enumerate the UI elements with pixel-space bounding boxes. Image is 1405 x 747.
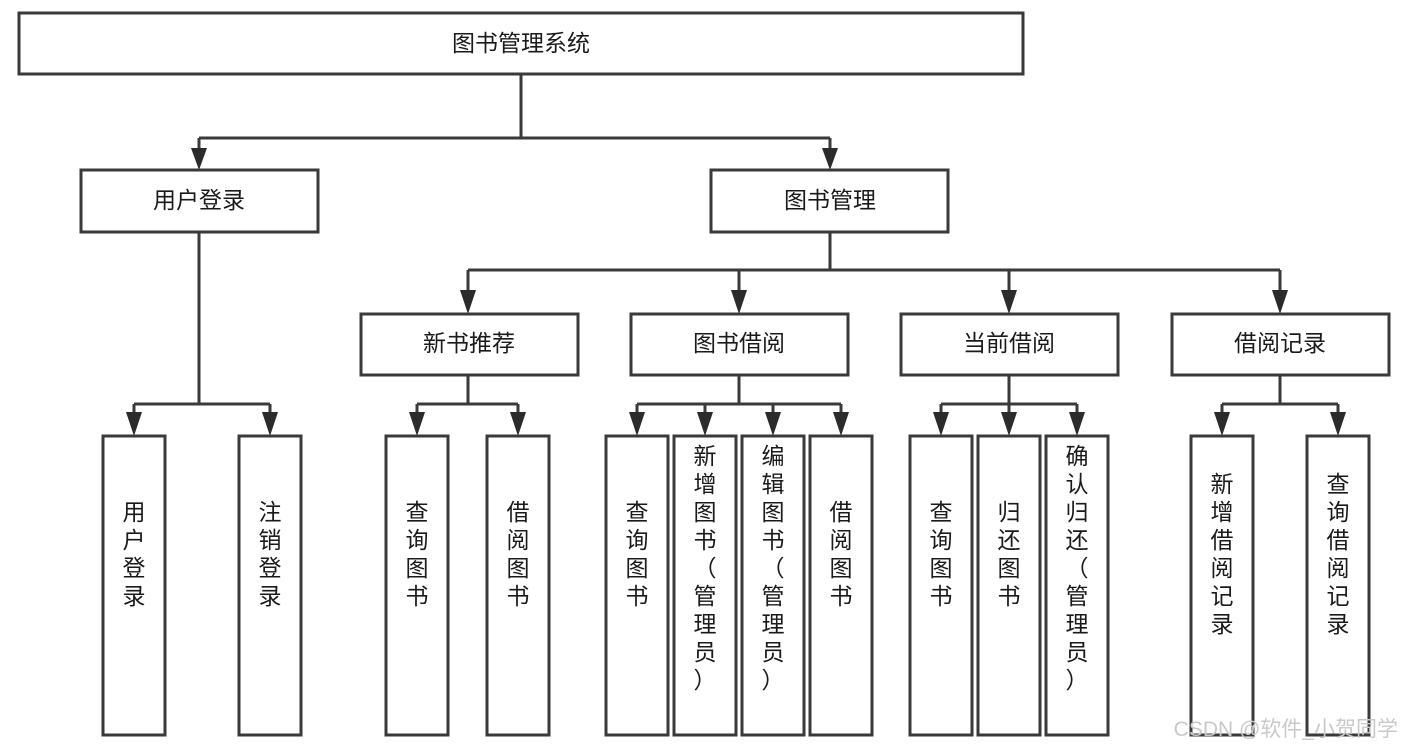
arrow-head-icon bbox=[1214, 412, 1230, 436]
node-label: 查询借阅记录 bbox=[1327, 471, 1350, 637]
node-label: 新书推荐 bbox=[423, 330, 515, 356]
node-box-shape bbox=[808, 434, 874, 737]
arrow-head-icon bbox=[1272, 290, 1288, 314]
arrow-head-icon bbox=[697, 412, 713, 436]
node-label: 图书管理系统 bbox=[452, 30, 590, 56]
node-box-shape bbox=[740, 434, 806, 737]
node-box-shape bbox=[672, 434, 738, 737]
node-box-shape bbox=[1170, 312, 1391, 377]
connector-root-to-level2 bbox=[191, 74, 838, 170]
arrow-head-icon bbox=[933, 412, 949, 436]
node-user-login[interactable]: 用户登录 bbox=[79, 168, 320, 234]
node-label: 新增借阅记录 bbox=[1211, 471, 1234, 637]
arrow-head-icon bbox=[822, 148, 838, 170]
node-label: 用户登录 bbox=[153, 187, 245, 213]
node-leaf-borrow-book[interactable]: 借阅图书 bbox=[808, 434, 874, 737]
node-box-shape bbox=[79, 168, 320, 234]
node-box-shape bbox=[1044, 434, 1110, 737]
arrow-head-icon bbox=[460, 290, 476, 314]
arrow-head-icon bbox=[1001, 412, 1017, 436]
node-label: 当前借阅 bbox=[963, 330, 1055, 356]
node-leaf-confirm-return-admin[interactable]: 确认归还（管理员） bbox=[1044, 434, 1110, 737]
node-leaf-query-borrow-record[interactable]: 查询借阅记录 bbox=[1305, 434, 1371, 737]
node-root-system[interactable]: 图书管理系统 bbox=[17, 11, 1025, 76]
node-label: 编辑图书（管理员） bbox=[762, 443, 785, 693]
arrow-head-icon bbox=[1069, 412, 1085, 436]
node-new-book-recommend[interactable]: 新书推荐 bbox=[359, 312, 580, 377]
node-box-shape bbox=[237, 434, 303, 737]
node-label: 查询图书 bbox=[930, 499, 953, 609]
node-box-shape bbox=[101, 434, 167, 737]
node-leaf-logout[interactable]: 注销登录 bbox=[237, 434, 303, 737]
arrow-head-icon bbox=[833, 412, 849, 436]
node-box-shape bbox=[384, 434, 450, 737]
node-leaf-query-book-borrow[interactable]: 查询图书 bbox=[604, 434, 670, 737]
node-label: 借阅图书 bbox=[507, 499, 530, 609]
node-label: 注销登录 bbox=[259, 499, 282, 609]
node-box-shape bbox=[1189, 434, 1255, 737]
node-label: 用户登录 bbox=[123, 499, 146, 609]
arrow-head-icon bbox=[262, 412, 278, 436]
connector-book-borrow-to-leaves bbox=[629, 375, 849, 436]
node-label: 新增图书（管理员） bbox=[694, 443, 717, 693]
node-leaf-add-borrow-record[interactable]: 新增借阅记录 bbox=[1189, 434, 1255, 737]
connector-new-book-to-leaves bbox=[409, 375, 526, 436]
node-box-shape bbox=[908, 434, 974, 737]
arrow-head-icon bbox=[409, 412, 425, 436]
node-box-shape bbox=[899, 312, 1120, 377]
arrow-head-icon bbox=[191, 148, 207, 170]
arrow-head-icon bbox=[126, 412, 142, 436]
node-leaf-return-book[interactable]: 归还图书 bbox=[976, 434, 1042, 737]
node-label: 借阅图书 bbox=[830, 499, 853, 609]
node-box-shape bbox=[604, 434, 670, 737]
node-book-management[interactable]: 图书管理 bbox=[709, 168, 950, 234]
node-borrow-record[interactable]: 借阅记录 bbox=[1170, 312, 1391, 377]
connector-book-mgmt-to-level3 bbox=[460, 232, 1288, 314]
node-box-shape bbox=[17, 11, 1025, 76]
node-label: 查询图书 bbox=[406, 499, 429, 609]
node-leaf-add-book-admin[interactable]: 新增图书（管理员） bbox=[672, 434, 738, 737]
node-leaf-query-book-current[interactable]: 查询图书 bbox=[908, 434, 974, 737]
node-label: 查询图书 bbox=[626, 499, 649, 609]
node-box-shape bbox=[1305, 434, 1371, 737]
arrow-head-icon bbox=[629, 412, 645, 436]
node-box-shape bbox=[359, 312, 580, 377]
connector-current-borrow-to-leaves bbox=[933, 375, 1085, 436]
connector-user-login-to-leaves bbox=[126, 232, 278, 436]
node-leaf-user-login[interactable]: 用户登录 bbox=[101, 434, 167, 737]
node-leaf-borrow-book-recommend[interactable]: 借阅图书 bbox=[485, 434, 551, 737]
node-box-shape bbox=[709, 168, 950, 234]
node-leaf-query-book-recommend[interactable]: 查询图书 bbox=[384, 434, 450, 737]
node-box-shape bbox=[976, 434, 1042, 737]
watermark: CSDN @软件_小贺同学 bbox=[1174, 718, 1398, 741]
node-label: 图书管理 bbox=[784, 187, 876, 213]
node-label: 借阅记录 bbox=[1234, 330, 1326, 356]
node-label: 图书借阅 bbox=[693, 330, 785, 356]
arrow-head-icon bbox=[765, 412, 781, 436]
node-box-shape bbox=[629, 312, 850, 377]
node-box-shape bbox=[485, 434, 551, 737]
arrow-head-icon bbox=[510, 412, 526, 436]
node-leaf-edit-book-admin[interactable]: 编辑图书（管理员） bbox=[740, 434, 806, 737]
arrow-head-icon bbox=[731, 290, 747, 314]
node-label: 确认归还（管理员） bbox=[1066, 443, 1089, 693]
node-current-borrow[interactable]: 当前借阅 bbox=[899, 312, 1120, 377]
connector-borrow-record-to-leaves bbox=[1214, 375, 1346, 436]
node-label: 归还图书 bbox=[998, 499, 1021, 609]
arrow-head-icon bbox=[1001, 290, 1017, 314]
arrow-head-icon bbox=[1330, 412, 1346, 436]
node-book-borrow[interactable]: 图书借阅 bbox=[629, 312, 850, 377]
